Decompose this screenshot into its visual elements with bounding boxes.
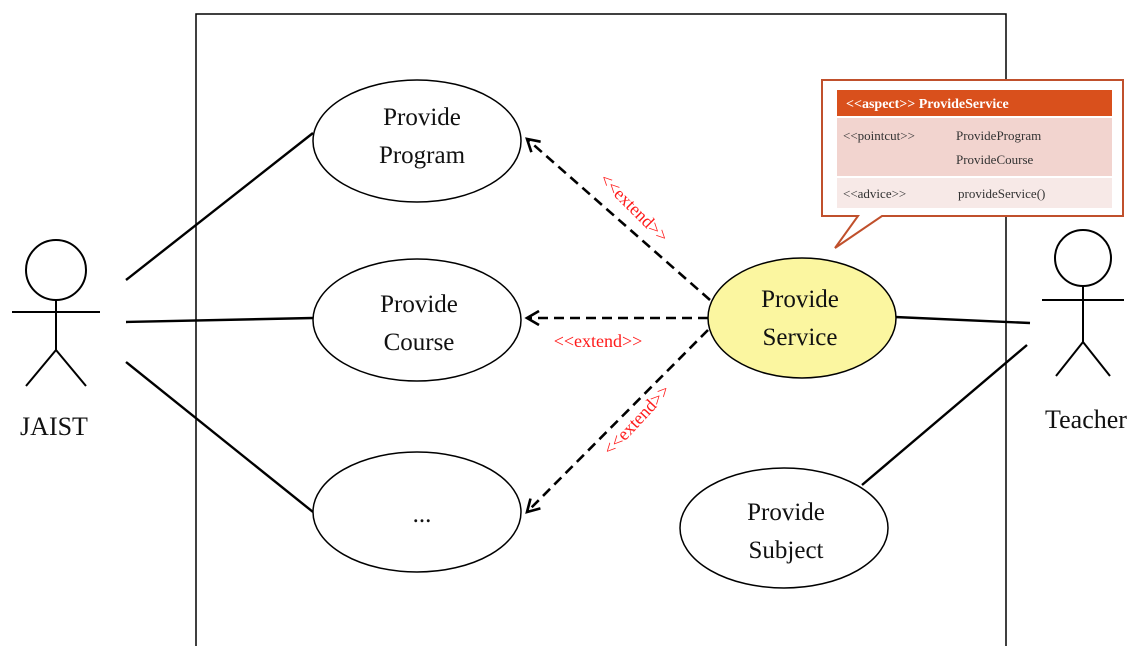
use-case-provide-service[interactable]: Provide Service	[707, 257, 897, 379]
use-case-provide-subject[interactable]: Provide Subject	[679, 467, 889, 589]
teacher-actor-icon[interactable]	[1042, 229, 1124, 377]
extend-dependencies	[527, 139, 711, 512]
pointcut-target-program: ProvideProgram	[956, 128, 1041, 143]
extend-label-course: <<extend>>	[554, 331, 643, 351]
extend-arrow-more	[527, 329, 709, 512]
jaist-actor-label: JAIST	[20, 412, 88, 441]
advice-keyword: <<advice>>	[843, 186, 906, 201]
association-teacher-subject	[861, 344, 1028, 486]
aspect-header-bar	[837, 90, 1112, 116]
associations	[125, 132, 1031, 513]
use-case-provide-program-line2: Program	[379, 142, 466, 169]
use-case-provide-service-line2: Service	[763, 324, 838, 351]
use-case-provide-subject-line1: Provide	[747, 499, 825, 526]
jaist-actor-icon[interactable]	[12, 239, 100, 387]
advice-method: provideService()	[958, 186, 1045, 201]
aspect-title: <<aspect>> ProvideService	[846, 97, 1009, 112]
use-case-more-label: ...	[413, 501, 432, 528]
advice-row	[837, 178, 1112, 208]
use-case-provide-course[interactable]: Provide Course	[312, 258, 522, 382]
aspect-callout[interactable]: <<aspect>> ProvideService <<pointcut>> P…	[821, 79, 1124, 249]
teacher-actor-label: Teacher	[1045, 405, 1127, 434]
extend-label-more: <<extend>>	[599, 381, 674, 459]
association-jaist-program	[125, 132, 314, 281]
extend-arrow-program	[527, 139, 711, 301]
pointcut-row	[837, 118, 1112, 176]
use-case-provide-program-line1: Provide	[383, 104, 461, 131]
association-jaist-course	[125, 316, 314, 324]
pointcut-target-course: ProvideCourse	[956, 152, 1034, 167]
use-case-provide-subject-line2: Subject	[749, 537, 824, 564]
system-boundary	[195, 13, 1007, 646]
pointcut-keyword: <<pointcut>>	[843, 128, 915, 143]
association-jaist-more	[125, 361, 314, 513]
use-case-more[interactable]: ...	[312, 451, 522, 573]
use-case-provide-program[interactable]: Provide Program	[312, 79, 522, 203]
use-case-provide-course-line2: Course	[384, 329, 455, 356]
use-case-provide-course-line1: Provide	[380, 291, 458, 318]
association-teacher-service	[894, 315, 1031, 325]
use-case-provide-service-line1: Provide	[761, 286, 839, 313]
